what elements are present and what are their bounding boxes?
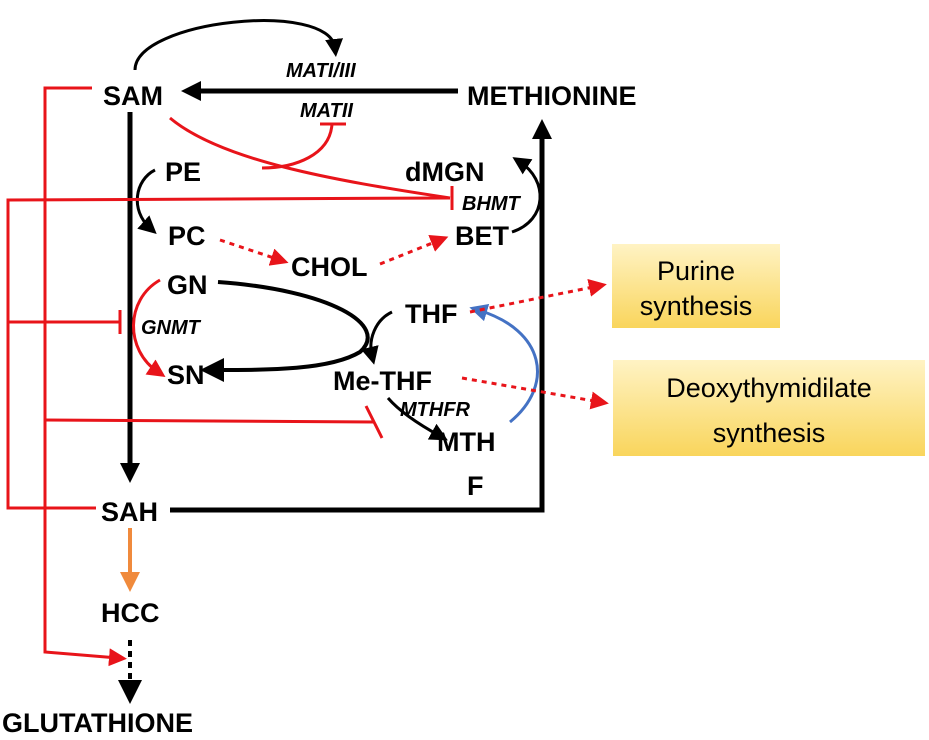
- pe-to-pc-arrow: [135, 168, 157, 235]
- bet-to-dmgn-arrow: [511, 157, 542, 234]
- gn-to-sn-red-arrow: [132, 278, 166, 378]
- purine-box-line2: synthesis: [640, 291, 753, 321]
- chol-to-bet-dotted-arrow: [379, 234, 449, 266]
- thf-to-purine-dotted-arrow: [469, 278, 607, 314]
- pc-to-chol-dotted-arrow: [219, 238, 289, 266]
- mthfr-inhibition-bar: [364, 405, 384, 439]
- node-mth: MTH: [437, 427, 495, 457]
- node-pc: PC: [168, 221, 206, 251]
- sah-to-methionine-arrow: [170, 119, 552, 513]
- node-sam: SAM: [103, 81, 163, 111]
- me-thf-to-deoxy-dotted-arrow: [461, 376, 609, 410]
- deoxy-box-line1: Deoxythymidilate: [666, 373, 872, 403]
- sam-to-glutathione-red-arrow: [43, 86, 127, 667]
- sah-to-mthfr-inhibition-line: [44, 418, 375, 424]
- gn-to-sn-arrow: [200, 280, 370, 382]
- node-gn: GN: [167, 270, 208, 300]
- node-chol: CHOL: [291, 252, 368, 282]
- deoxy-box-line2: synthesis: [713, 418, 826, 448]
- mth-to-thf-blue-arrow: [469, 303, 539, 424]
- node-sn: SN: [167, 360, 205, 390]
- enzyme-mthfr: MTHFR: [400, 399, 471, 421]
- sah-feedback-red-line: [6, 196, 451, 510]
- deoxythymidilate-synthesis-box: [613, 360, 925, 456]
- node-bet: BET: [455, 221, 510, 251]
- node-sah: SAH: [101, 497, 158, 527]
- sam-inhibits-matii-line: [261, 123, 334, 170]
- node-hcc: HCC: [101, 598, 160, 628]
- enzyme-bhmt: BHMT: [462, 193, 522, 215]
- thf-to-me-thf-arrow: [361, 310, 393, 365]
- me-thf-to-mth-arrow: [386, 397, 448, 441]
- purine-synthesis-box: [612, 244, 780, 328]
- enzyme-matii: MATII: [300, 100, 353, 122]
- node-f: F: [467, 471, 484, 501]
- enzyme-mati-iii: MATI/III: [286, 60, 356, 82]
- node-methionine: METHIONINE: [467, 81, 637, 111]
- mati-iii-loop-arrow: [133, 19, 343, 71]
- node-glutathione: GLUTATHIONE: [2, 708, 193, 738]
- node-dmgn: dMGN: [405, 157, 484, 187]
- node-thf: THF: [405, 299, 457, 329]
- purine-box-line1: Purine: [657, 256, 735, 286]
- node-me-thf: Me-THF: [333, 366, 432, 396]
- enzyme-gnmt: GNMT: [141, 317, 202, 339]
- node-pe: PE: [165, 157, 201, 187]
